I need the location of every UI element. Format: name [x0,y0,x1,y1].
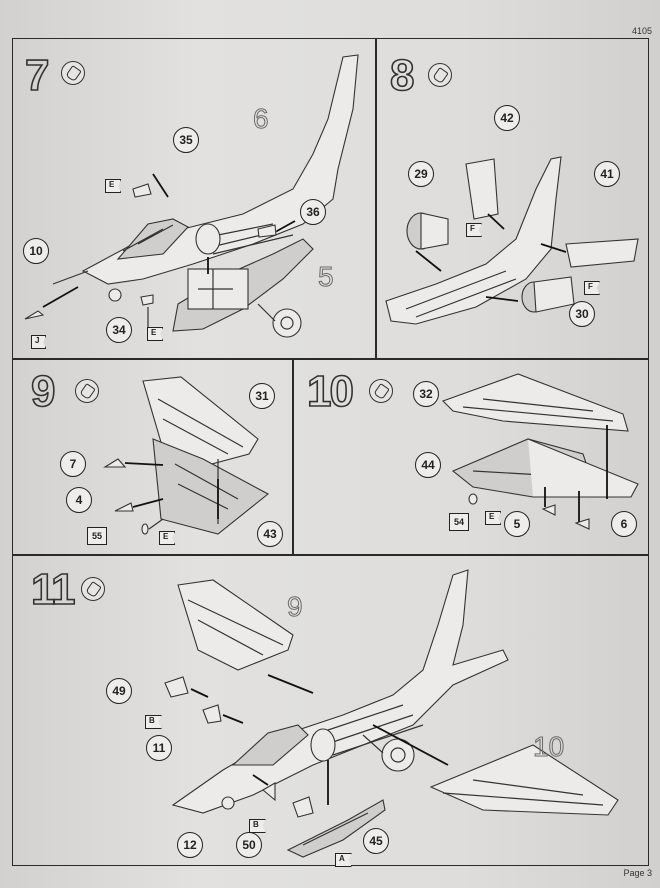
step-10-panel: 10 32 44 5 6 54 E [292,358,649,556]
callout-50: 50 [236,832,262,858]
wing-drawing [441,373,639,530]
sprue-flag: E [105,179,122,193]
ghost-part-9: 9 [287,591,304,623]
glue-tube-icon [61,61,85,85]
callout-32: 32 [413,381,439,407]
step-7-panel: 7 35 36 10 34 [12,38,377,360]
callout-36: 36 [300,199,326,225]
sprue-flag: F [466,223,482,237]
ghost-part-6: 6 [253,103,270,135]
step-number: 8 [389,50,415,101]
part-square-55: 55 [87,527,107,545]
callout-7: 7 [60,451,86,477]
callout-43: 43 [257,521,283,547]
callout-45: 45 [363,828,389,854]
callout-29: 29 [408,161,434,187]
aircraft-final-assembly-drawing [164,569,619,858]
step-number: 11 [30,564,76,615]
callout-35: 35 [173,127,199,153]
callout-34: 34 [106,317,132,343]
step-number: 10 [306,366,355,417]
callout-5: 5 [504,511,530,537]
callout-30: 30 [569,301,595,327]
step-number: 9 [30,366,56,417]
callout-4: 4 [66,487,92,513]
callout-31: 31 [249,383,275,409]
glue-tube-icon [369,379,393,403]
sprue-flag: E [147,327,164,341]
step-8-panel: 8 42 29 41 30 F F [375,38,649,360]
wing-drawing [103,376,269,535]
glue-tube-icon [75,379,99,403]
aircraft-rear-drawing [385,156,639,325]
callout-11: 11 [146,735,172,761]
callout-42: 42 [494,105,520,131]
aircraft-fuselage-drawing [24,54,359,338]
page-label: Page 3 [623,868,652,878]
glue-tube-icon [81,577,105,601]
step-number: 7 [24,50,50,101]
callout-49: 49 [106,678,132,704]
glue-tube-icon [428,63,452,87]
part-square-54: 54 [449,513,469,531]
sprue-flag: B [249,819,266,833]
callout-41: 41 [594,161,620,187]
ghost-part-5: 5 [318,261,335,293]
callout-6: 6 [611,511,637,537]
step-9-panel: 9 31 7 4 43 55 E [12,358,294,556]
step-11-panel: 11 49 1 [12,554,649,867]
ghost-part-10: 10 [532,731,565,763]
callout-12: 12 [177,832,203,858]
document-number: 4105 [631,26,652,36]
callout-10: 10 [23,238,49,264]
callout-44: 44 [415,452,441,478]
